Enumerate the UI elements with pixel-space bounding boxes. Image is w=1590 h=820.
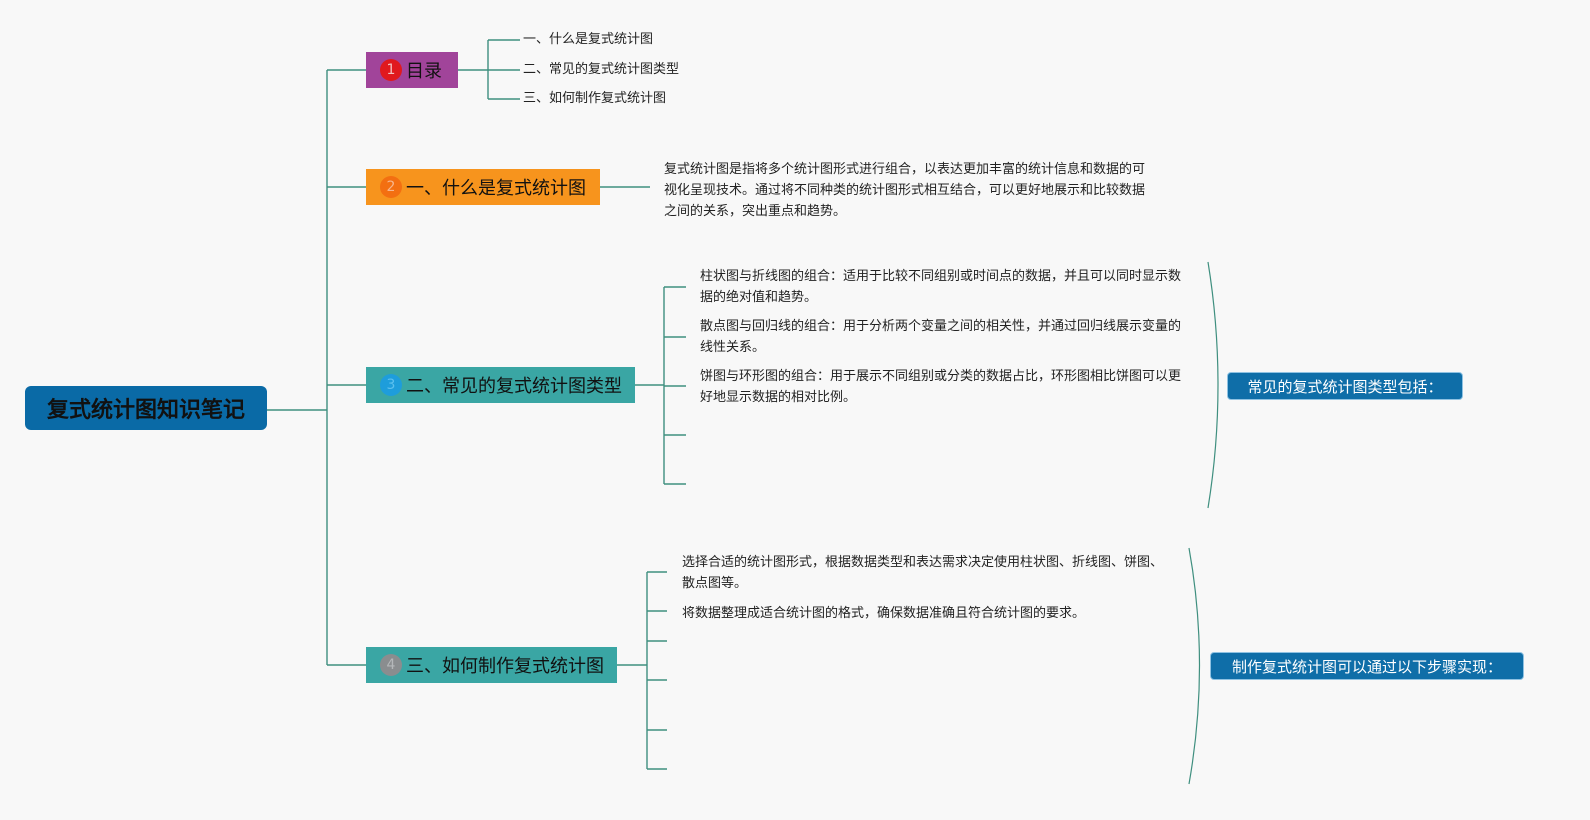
branch-contents[interactable]: 1 目录 bbox=[366, 52, 458, 88]
root-topic-label: 复式统计图知识笔记 bbox=[46, 398, 245, 423]
branch-how-to-make-label: 三、如何制作复式统计图 bbox=[406, 656, 604, 677]
branch-contents-label: 目录 bbox=[406, 61, 442, 82]
contents-item-1[interactable]: 一、什么是复式统计图 bbox=[523, 32, 654, 47]
contents-item-3[interactable]: 三、如何制作复式统计图 bbox=[523, 91, 667, 106]
common-types-summary[interactable]: 常见的复式统计图类型包括： bbox=[1227, 372, 1463, 400]
branch-what-is-label: 一、什么是复式统计图 bbox=[406, 178, 586, 199]
root-topic[interactable]: 复式统计图知识笔记 bbox=[25, 386, 267, 430]
common-types-summary-label: 常见的复式统计图类型包括： bbox=[1247, 377, 1443, 396]
branch-common-types[interactable]: 3 二、常见的复式统计图类型 bbox=[366, 367, 635, 403]
type-item-1[interactable]: 柱状图与折线图的组合：适用于比较不同组别或时间点的数据，并且可以同时显示数据的绝… bbox=[700, 269, 1182, 305]
branch-common-types-label: 二、常见的复式统计图类型 bbox=[406, 376, 622, 397]
what-is-description[interactable]: 复式统计图是指将多个统计图形式进行组合，以表达更加丰富的统计信息和数据的可视化呈… bbox=[664, 162, 1146, 219]
number-badge-3-icon: 3 bbox=[380, 374, 402, 396]
step-item-1[interactable]: 选择合适的统计图形式，根据数据类型和表达需求决定使用柱状图、折线图、饼图、散点图… bbox=[682, 555, 1164, 591]
number-badge-4-icon: 4 bbox=[380, 654, 402, 676]
number-badge-1-icon: 1 bbox=[380, 59, 402, 81]
step-item-2[interactable]: 将数据整理成适合统计图的格式，确保数据准确且符合统计图的要求。 bbox=[682, 606, 1086, 621]
branch-how-to-make[interactable]: 4 三、如何制作复式统计图 bbox=[366, 647, 617, 683]
contents-item-2[interactable]: 二、常见的复式统计图类型 bbox=[523, 62, 680, 77]
type-item-2[interactable]: 散点图与回归线的组合：用于分析两个变量之间的相关性，并通过回归线展示变量的线性关… bbox=[700, 319, 1182, 355]
how-to-make-summary-label: 制作复式统计图可以通过以下步骤实现： bbox=[1231, 657, 1502, 676]
how-to-make-summary[interactable]: 制作复式统计图可以通过以下步骤实现： bbox=[1210, 652, 1524, 680]
number-badge-2-icon: 2 bbox=[380, 176, 402, 198]
branch-what-is[interactable]: 2 一、什么是复式统计图 bbox=[366, 169, 600, 205]
type-item-3[interactable]: 饼图与环形图的组合：用于展示不同组别或分类的数据占比，环形图相比饼图可以更好地显… bbox=[700, 369, 1182, 405]
